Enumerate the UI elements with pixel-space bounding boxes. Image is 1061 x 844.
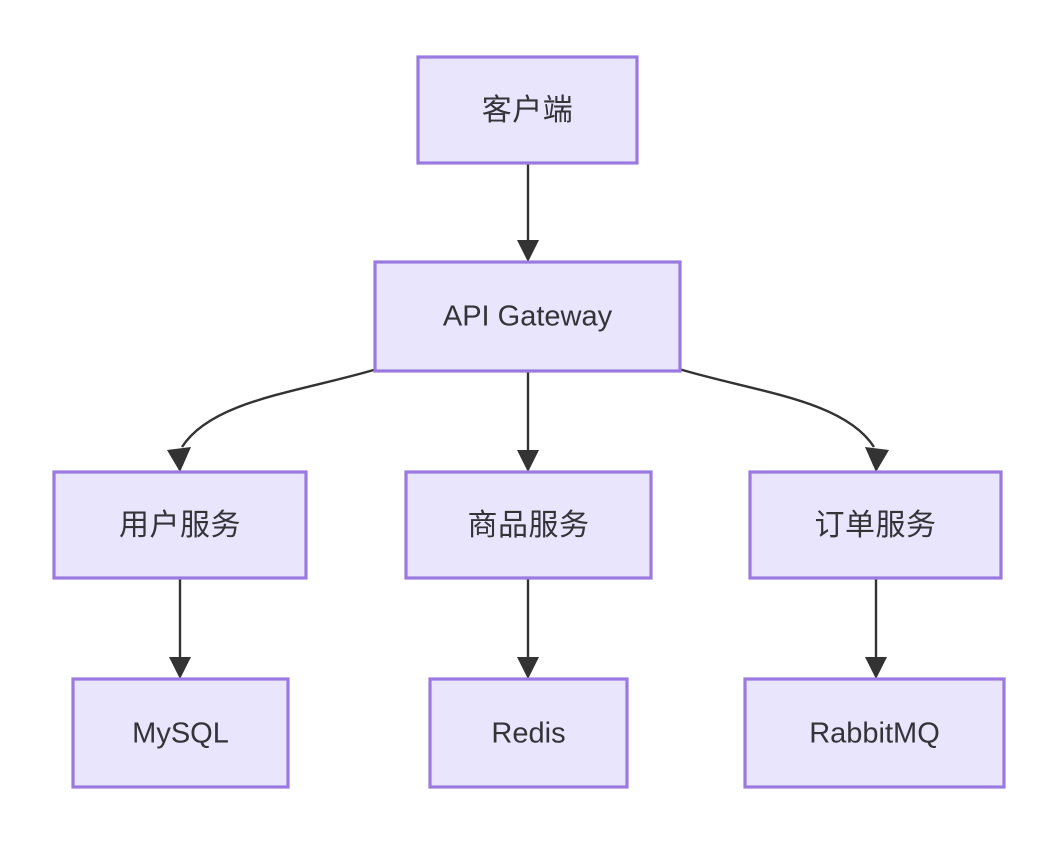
arrowhead-icon [517,240,539,262]
node-gateway-shape[interactable] [373,260,682,373]
node-gateway[interactable]: API Gateway [373,260,682,373]
node-order-service[interactable]: 订单服务 [748,470,1003,580]
edge-gateway-to-user-service [167,367,378,472]
node-user-service-label: 用户服务 [119,509,241,542]
node-rabbitmq-shape[interactable] [743,677,1006,789]
edge-product-service-to-redis [517,578,539,679]
node-product-service-label: 商品服务 [468,509,590,542]
node-order-service-label: 订单服务 [815,509,937,542]
arrowhead-icon [517,657,539,679]
node-user-service-shape[interactable] [52,470,308,580]
edge-client-to-gateway [517,163,539,262]
edge-user-service-to-mysql [169,578,191,679]
arrowhead-icon [865,447,889,472]
node-user-service[interactable]: 用户服务 [52,470,308,580]
node-order-service-shape[interactable] [748,470,1003,580]
arrowhead-icon [517,450,539,472]
node-client-label: 客户端 [482,94,574,127]
node-mysql-shape[interactable] [71,677,290,789]
edge-order-service-to-rabbitmq [865,578,887,679]
node-redis-shape[interactable] [428,677,629,789]
arrowhead-icon [169,657,191,679]
node-layer: 客户端 API Gateway 用户服务 商品服务 订单服务 [52,55,1006,789]
node-gateway-label: API Gateway [443,301,613,333]
node-rabbitmq-label: RabbitMQ [809,718,940,750]
node-mysql-label: MySQL [132,718,229,750]
edge-line [678,367,876,448]
edge-line [180,367,378,448]
node-product-service[interactable]: 商品服务 [404,470,653,580]
node-client-shape[interactable] [416,55,639,165]
edge-gateway-to-order-service [678,367,889,472]
node-rabbitmq[interactable]: RabbitMQ [743,677,1006,789]
node-client[interactable]: 客户端 [416,55,639,165]
node-redis[interactable]: Redis [428,677,629,789]
node-product-service-shape[interactable] [404,470,653,580]
arrowhead-icon [865,657,887,679]
node-mysql[interactable]: MySQL [71,677,290,789]
arrowhead-icon [167,447,191,472]
edge-gateway-to-product-service [517,371,539,472]
node-redis-label: Redis [491,718,565,750]
edge-layer [167,163,889,679]
